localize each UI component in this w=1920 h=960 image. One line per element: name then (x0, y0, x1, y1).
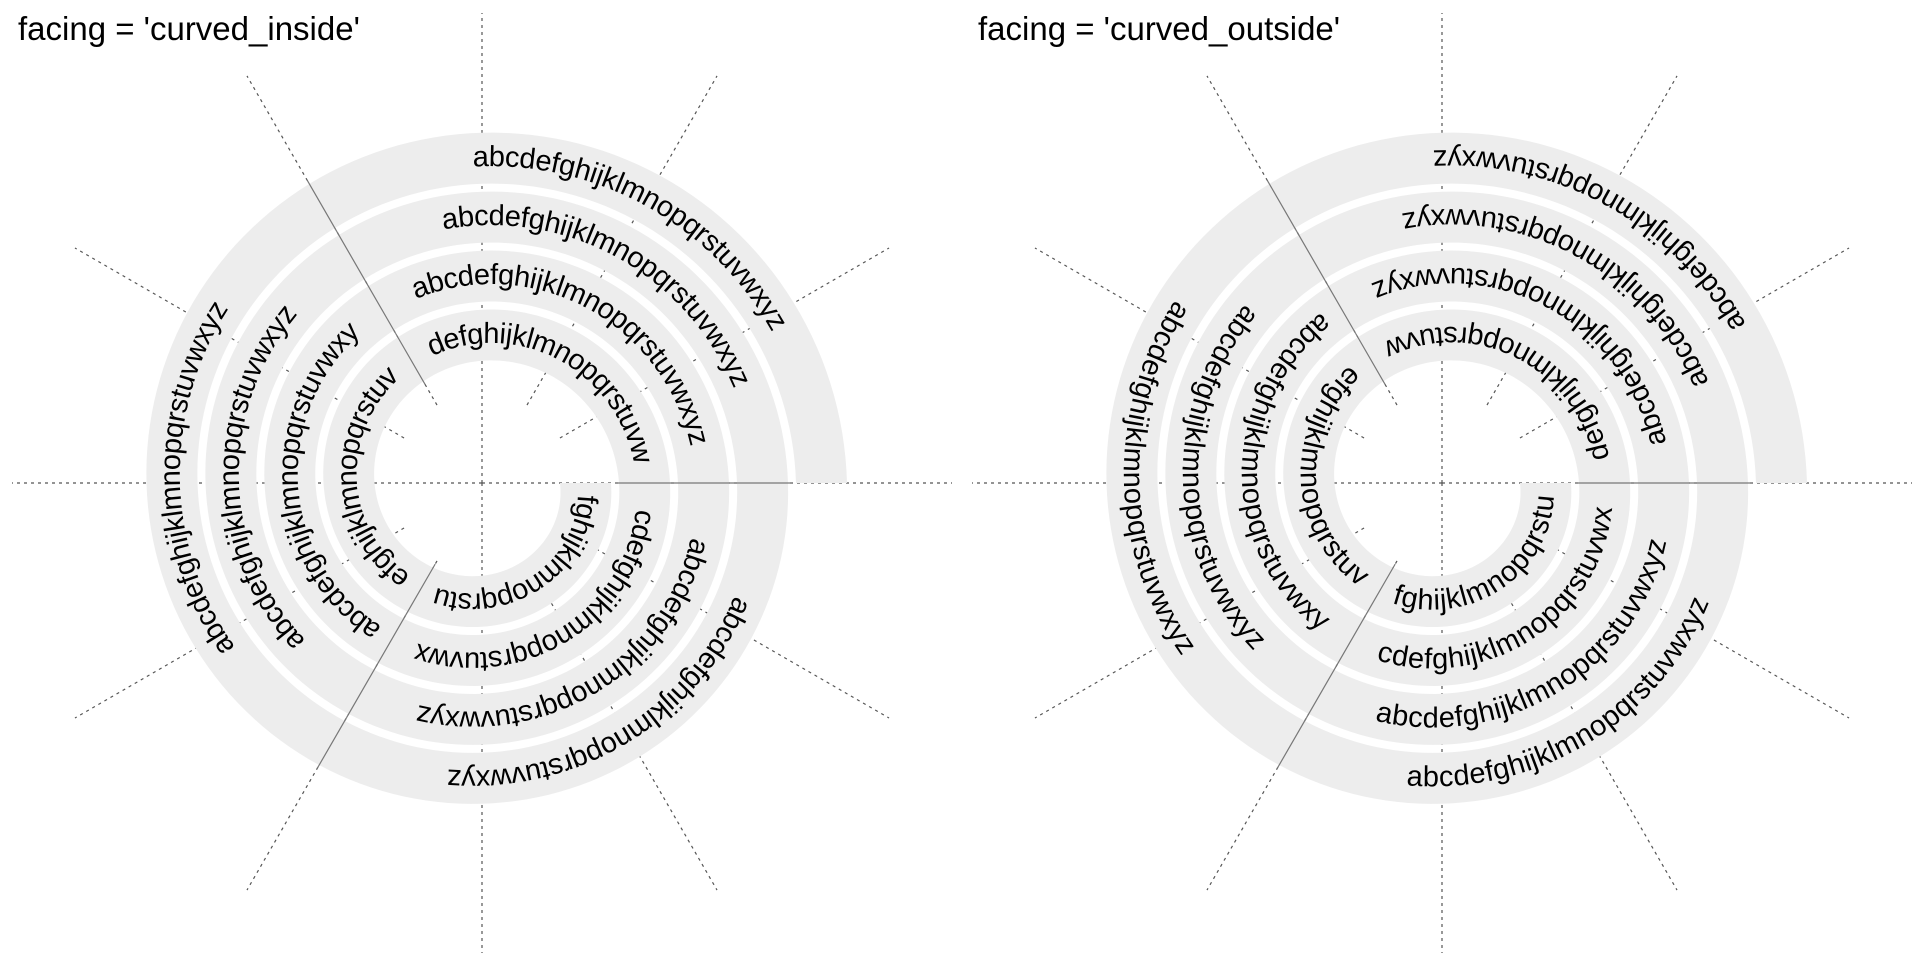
cell-boundary-tick (336, 231, 367, 283)
cell-boundary-tick (1266, 180, 1298, 232)
cell-boundary-tick (1306, 666, 1337, 718)
spiral-track (146, 132, 847, 804)
spiral-track-diagram: abcdefghijklmnopqrstuvwxyzabcdefghijklmn… (960, 0, 1912, 953)
cell-boundary-tick (395, 333, 426, 386)
cell-boundary-tick (316, 717, 348, 769)
cell-boundary-tick (1365, 563, 1396, 616)
cell-boundary-tick (1325, 282, 1357, 335)
cell-boundary-tick (1276, 717, 1308, 769)
spiral-track (1106, 132, 1807, 804)
cell-boundary-tick (375, 614, 407, 667)
cell-boundary-tick (306, 180, 338, 232)
cell-boundary-tick (1296, 231, 1327, 283)
panel-title: facing = 'curved_inside' (18, 10, 360, 47)
cell-boundary-tick (1355, 333, 1386, 386)
cell-boundary-tick (405, 563, 436, 616)
cell-boundary-tick (365, 282, 397, 335)
panel-curved-inside: facing = 'curved_inside' abcdefghijklmno… (0, 0, 952, 953)
panel-title: facing = 'curved_outside' (978, 10, 1341, 47)
spiral-track-diagram: abcdefghijklmnopqrstuvwxyzabcdefghijklmn… (0, 0, 952, 953)
cell-boundary-tick (346, 666, 377, 718)
cell-ticks (1266, 180, 1752, 769)
panel-curved-outside: facing = 'curved_outside' abcdefghijklmn… (960, 0, 1920, 960)
cell-boundary-tick (1335, 614, 1367, 667)
cell-ticks (306, 180, 792, 769)
